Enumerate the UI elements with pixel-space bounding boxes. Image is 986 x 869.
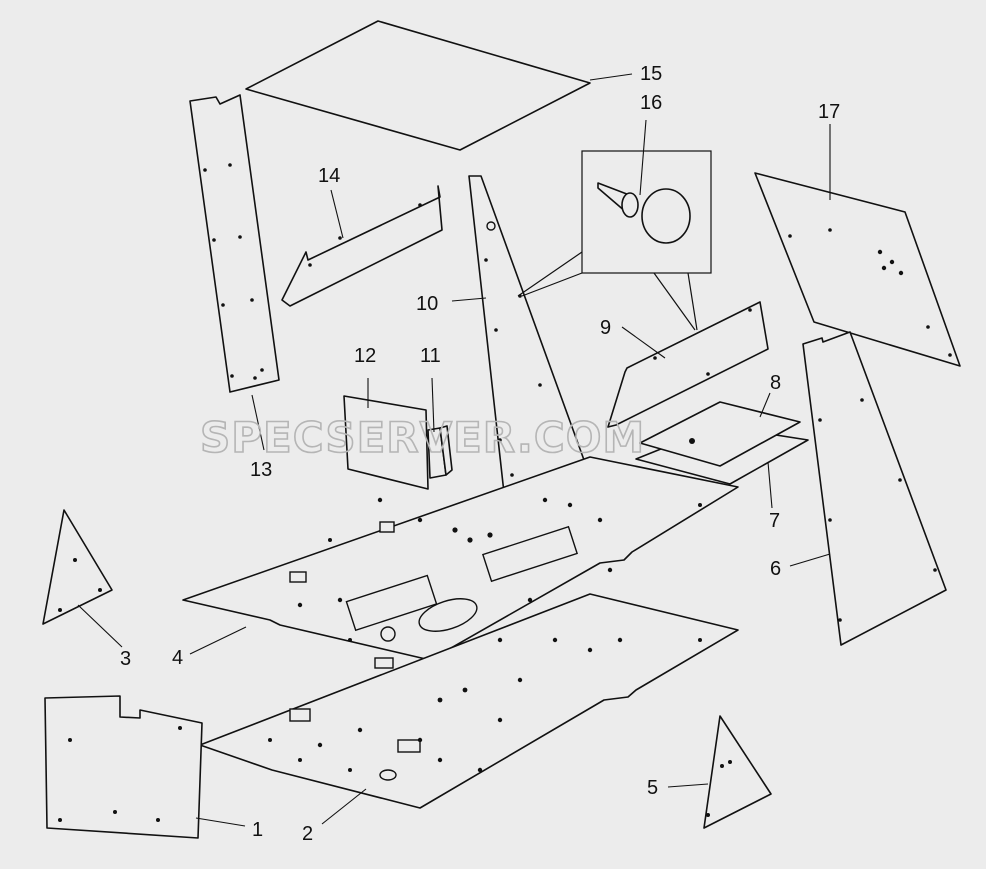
- part-12-small-panel: [343, 395, 429, 490]
- label-part-2: 2: [302, 823, 313, 845]
- label-part-11: 11: [420, 345, 441, 367]
- fastener-icon: [597, 182, 691, 244]
- label-part-15: 15: [640, 63, 662, 85]
- mounting-holes: [58, 163, 952, 822]
- callout-labels: 1 2 3 4 5 6 7 8 9 10 11 12 13 14 15 16 1…: [120, 63, 840, 845]
- label-part-14: 14: [318, 165, 340, 187]
- part-15-top-panel: [245, 20, 591, 151]
- label-part-10: 10: [416, 293, 438, 315]
- label-part-13: 13: [250, 459, 272, 481]
- label-part-9: 9: [600, 317, 611, 339]
- label-part-17: 17: [818, 101, 840, 123]
- part-1-front-panel: [44, 695, 203, 839]
- label-part-3: 3: [120, 648, 131, 670]
- label-part-1: 1: [252, 819, 263, 841]
- label-part-12: 12: [354, 345, 376, 367]
- label-part-5: 5: [647, 777, 658, 799]
- part-9-right-bracket: [607, 301, 769, 428]
- part-11-narrow-panel: [427, 425, 453, 479]
- part-5-right-gusset: [703, 715, 772, 829]
- leader-lines: [77, 73, 831, 827]
- label-part-4: 4: [172, 647, 183, 669]
- part-6-right-tall-panel: [802, 331, 947, 646]
- label-part-8: 8: [770, 372, 781, 394]
- part-17-right-upper-panel: [754, 172, 961, 367]
- label-part-16: 16: [640, 92, 662, 114]
- part-4-upper-floor-plate: [182, 456, 739, 661]
- label-part-6: 6: [770, 558, 781, 580]
- part-2-lower-floor-plate: [199, 593, 739, 809]
- watermark: SPECSERVER.COM: [200, 413, 645, 462]
- part-14-left-bracket: [281, 185, 443, 307]
- part-13-left-column: [189, 94, 280, 393]
- label-part-7: 7: [769, 510, 780, 532]
- part-16-detail-view: [517, 150, 712, 331]
- part-8-sheet: [639, 401, 801, 467]
- part-3-left-gusset: [42, 509, 113, 625]
